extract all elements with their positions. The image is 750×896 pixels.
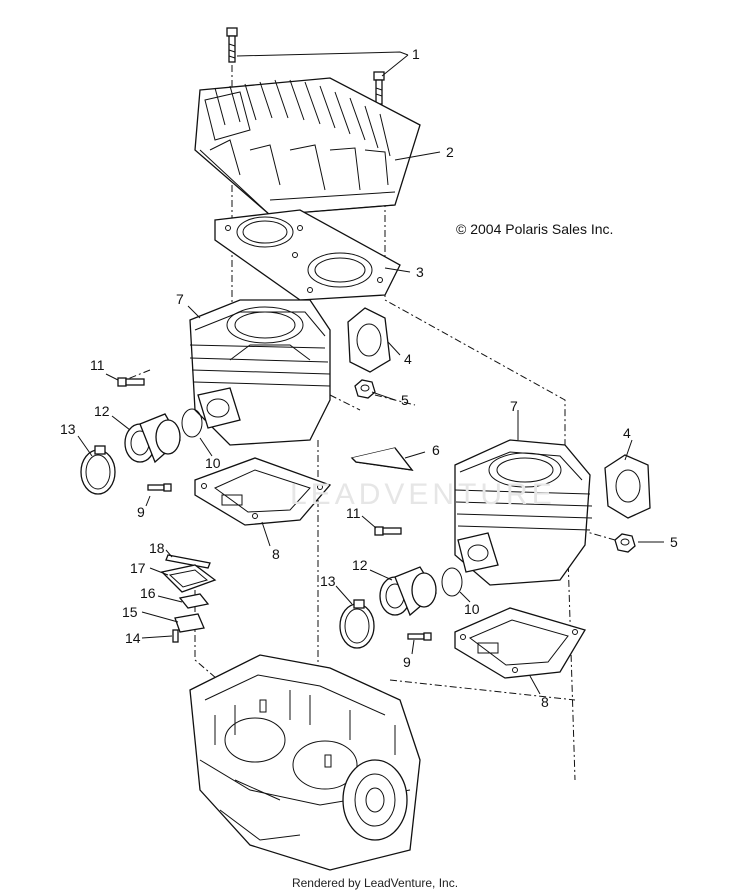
- exhaust-gasket-right: [604, 454, 651, 519]
- reed-cage-17: [160, 564, 217, 593]
- base-gasket-right: [454, 607, 586, 679]
- cylinder-left: [189, 299, 331, 446]
- callout-3: 3: [416, 264, 424, 280]
- intake-boot-left: [124, 413, 181, 464]
- clamp-left: [80, 445, 116, 495]
- bolt-11-right: [374, 526, 402, 536]
- bolt-11-left: [117, 377, 145, 387]
- callout-7-right: 7: [510, 398, 518, 414]
- callout-18: 18: [149, 540, 165, 556]
- callout-12-right: 12: [352, 557, 368, 573]
- callout-10-right: 10: [464, 601, 480, 617]
- exhaust-gasket-left: [347, 307, 391, 373]
- o-ring-left: [181, 408, 203, 438]
- nut-right: [614, 533, 636, 553]
- head-gasket: [214, 209, 401, 301]
- clamp-right: [339, 599, 375, 649]
- reed-petal-16: [178, 593, 210, 609]
- callout-8-right: 8: [541, 694, 549, 710]
- screw-9-left: [147, 483, 172, 492]
- callout-5-left: 5: [401, 392, 409, 408]
- nut-left: [354, 379, 376, 399]
- screw-9-right: [407, 632, 432, 641]
- callout-5-right: 5: [670, 534, 678, 550]
- reed-plate-15: [174, 613, 205, 633]
- callout-13-right: 13: [320, 573, 336, 589]
- callout-17: 17: [130, 560, 146, 576]
- copyright-notice: © 2004 Polaris Sales Inc.: [456, 221, 614, 237]
- callout-4-right: 4: [623, 425, 631, 441]
- callout-13-left: 13: [60, 421, 76, 437]
- footer-credit: Rendered by LeadVenture, Inc.: [291, 876, 459, 890]
- callout-6: 6: [432, 442, 440, 458]
- leader-lines: [77, 51, 664, 695]
- crankcase: [189, 654, 421, 871]
- callout-9-left: 9: [137, 504, 145, 520]
- cylinder-head: [194, 77, 421, 216]
- callout-2: 2: [446, 144, 454, 160]
- callout-9-right: 9: [403, 654, 411, 670]
- alignment-lines: [124, 50, 616, 781]
- head-bolt-1: [226, 27, 238, 63]
- watermark: LEADVENTURE: [290, 478, 556, 511]
- o-ring-right: [441, 567, 463, 597]
- base-gasket-left: [194, 457, 332, 526]
- callout-11-left: 11: [90, 357, 105, 373]
- callout-14: 14: [125, 630, 141, 646]
- reed-stop-18: [165, 554, 211, 569]
- callout-7-left: 7: [176, 291, 184, 307]
- callout-4-left: 4: [404, 351, 412, 367]
- callout-labels: 1 2 3 7 4 5 6 11 12 13 10 9 8 7 4 5 11 1…: [60, 46, 678, 710]
- callout-12-left: 12: [94, 403, 110, 419]
- screw-14: [172, 629, 179, 643]
- intake-boot-right: [379, 566, 437, 617]
- spacer-block: [350, 447, 414, 471]
- cylinder-right: [454, 439, 593, 586]
- callout-1: 1: [412, 46, 420, 62]
- callout-11-right: 11: [346, 505, 361, 521]
- head-bolt-2: [373, 71, 385, 105]
- callout-8-left: 8: [272, 546, 280, 562]
- callout-15: 15: [122, 604, 138, 620]
- callout-16: 16: [140, 585, 156, 601]
- callout-10-left: 10: [205, 455, 221, 471]
